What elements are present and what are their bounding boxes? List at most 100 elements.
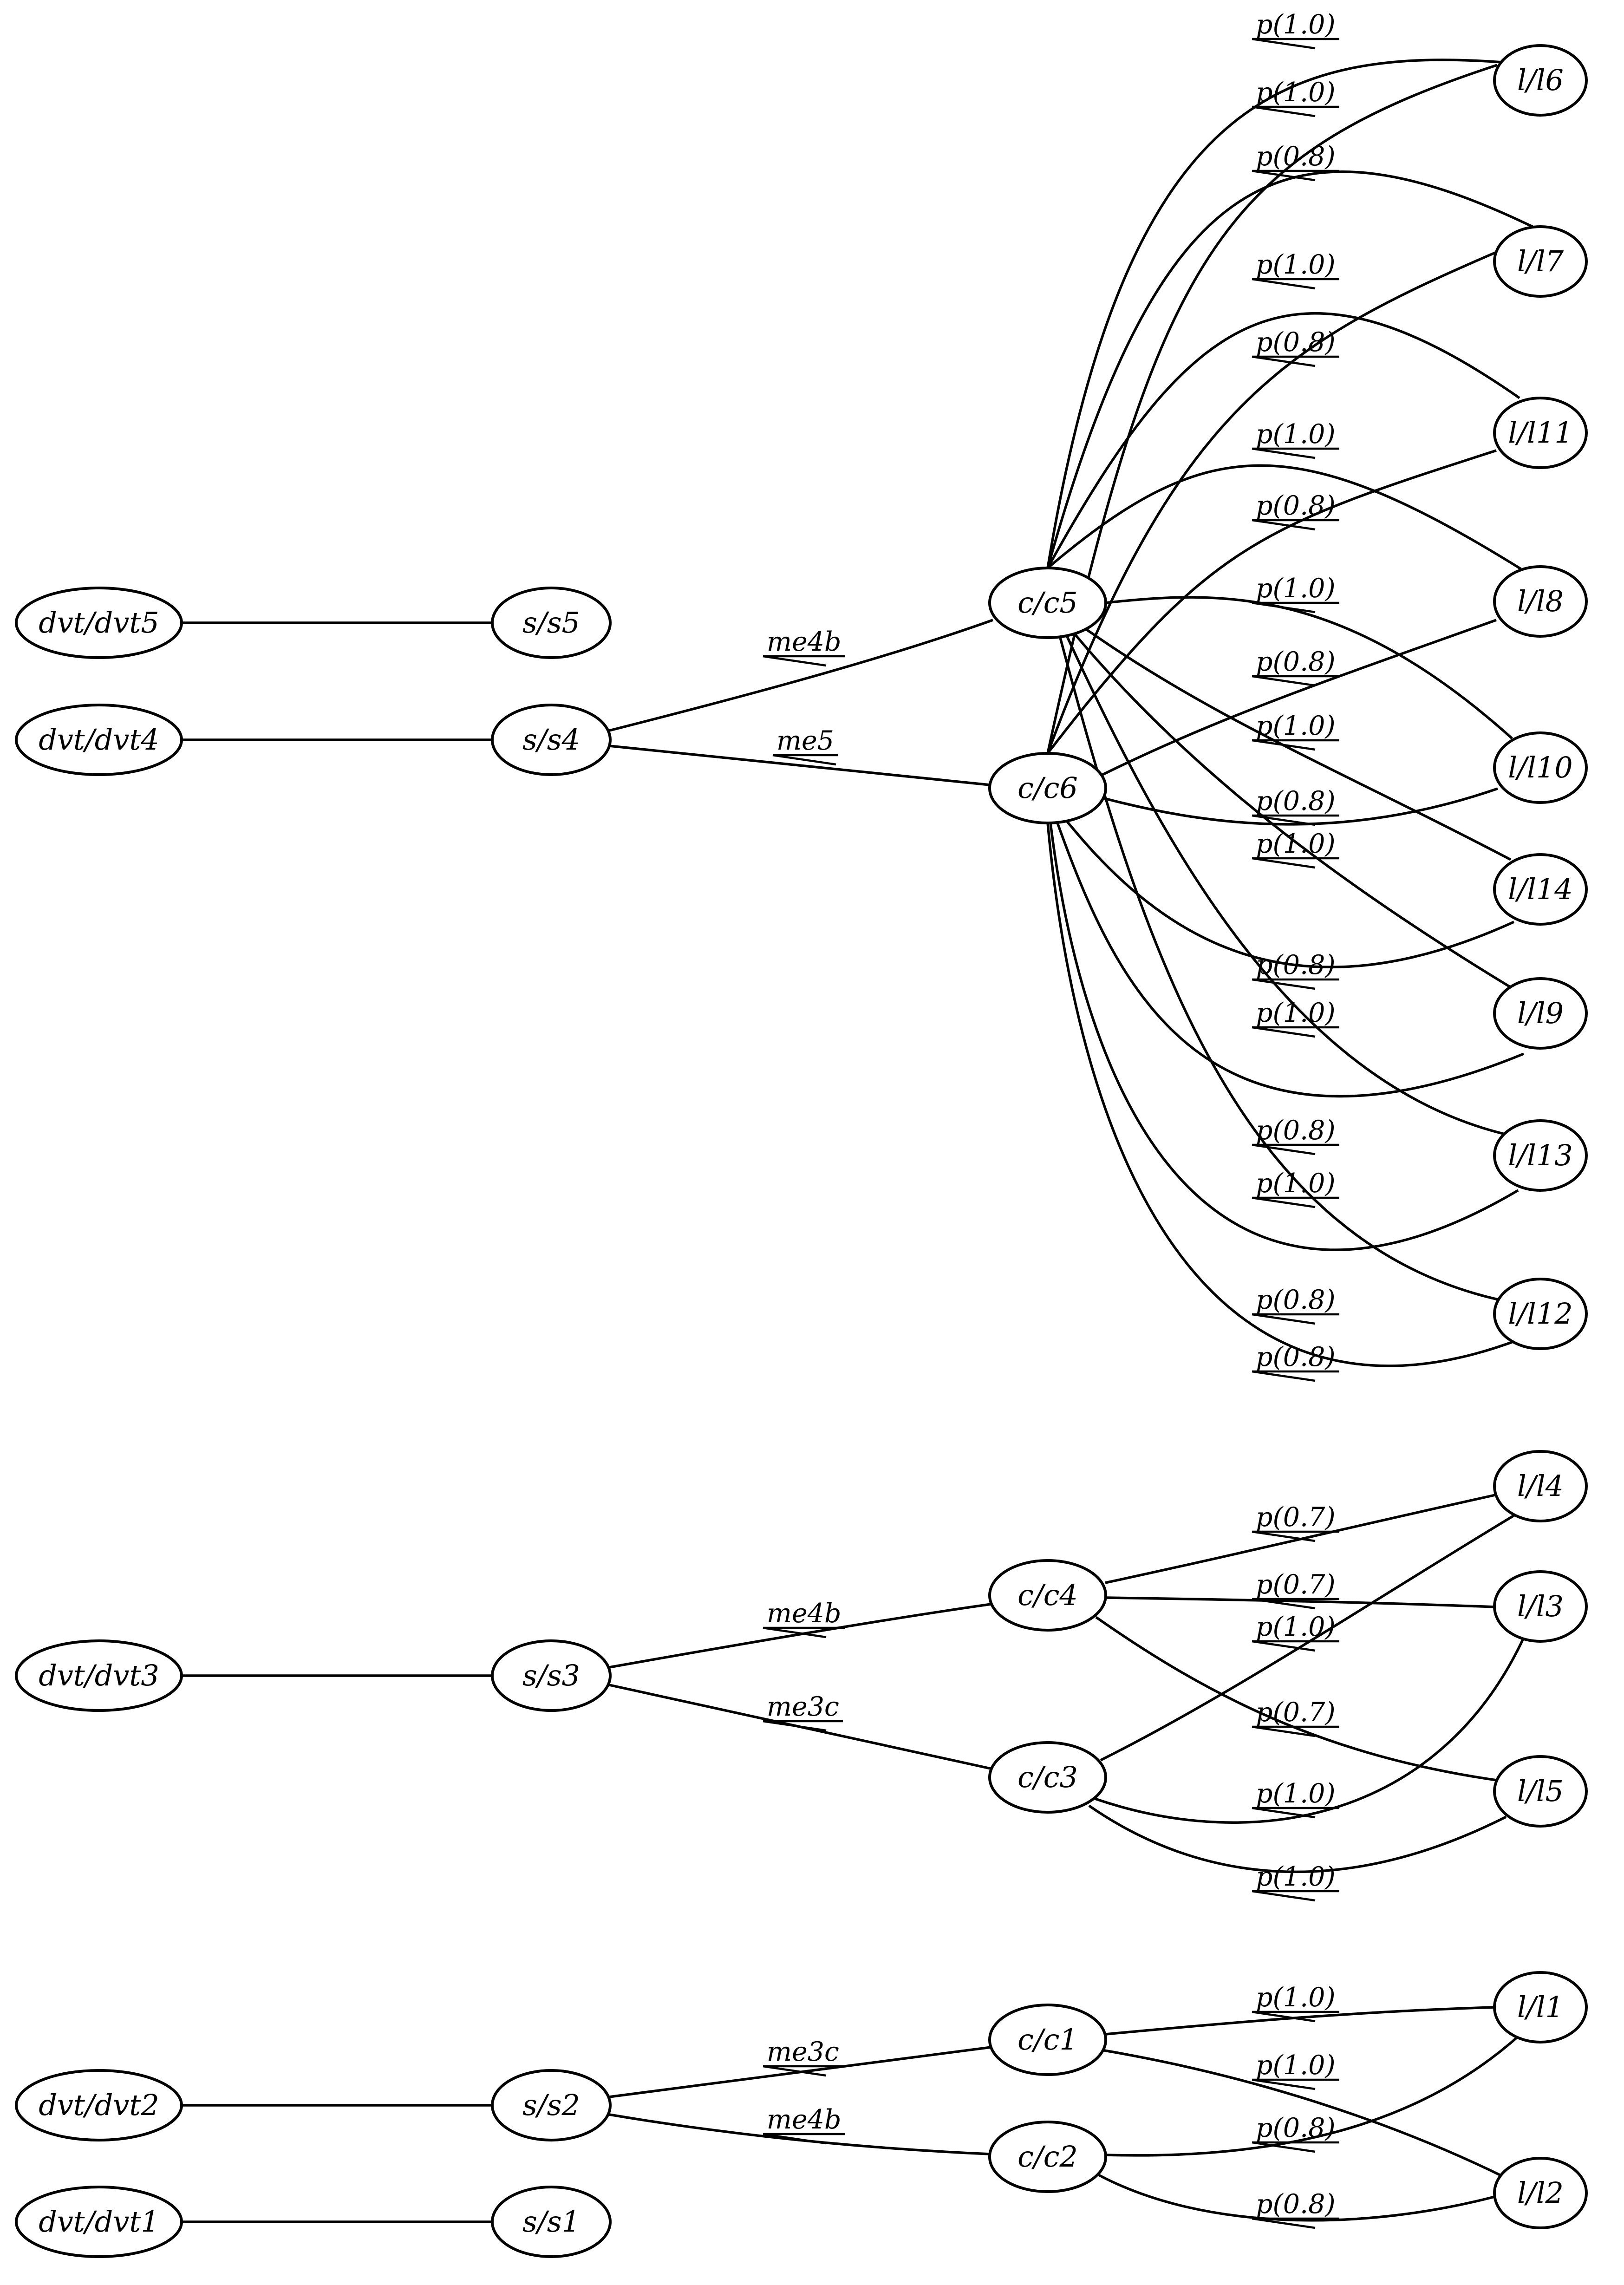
node-ellipse[interactable] <box>1493 2157 1588 2229</box>
node-ellipse[interactable] <box>15 1639 183 1712</box>
node-ellipse[interactable] <box>15 704 183 776</box>
edge-label-text: p(1.0) <box>1256 77 1336 108</box>
node-ellipse[interactable] <box>491 1639 612 1712</box>
node-ellipse[interactable] <box>1493 1570 1588 1643</box>
node-l12[interactable]: l/l12 <box>1493 1278 1588 1350</box>
node-c6[interactable]: c/c6 <box>988 752 1107 824</box>
edge-label-text: p(1.0) <box>1256 711 1336 741</box>
node-ellipse[interactable] <box>988 2121 1107 2193</box>
node-label: l/l6 <box>1517 63 1564 97</box>
node-ellipse[interactable] <box>1493 1278 1588 1350</box>
node-label: l/l3 <box>1517 1589 1564 1623</box>
edge-label-underline <box>1252 857 1339 869</box>
node-l10[interactable]: l/l10 <box>1493 731 1588 804</box>
edge-c1-l1 <box>1105 2006 1495 2036</box>
edge-label-text: p(1.0) <box>1256 573 1336 604</box>
node-ellipse[interactable] <box>1493 1450 1588 1522</box>
edge-label-text: p(1.0) <box>1256 1982 1336 2013</box>
edge-label-text: p(1.0) <box>1256 1778 1336 1809</box>
node-l6[interactable]: l/l6 <box>1493 44 1588 117</box>
node-label: l/l12 <box>1508 1297 1572 1331</box>
edge-label-underline <box>763 2065 843 2077</box>
node-ellipse[interactable] <box>1493 565 1588 638</box>
edge-label-c2-l2: p(0.8) <box>1252 2189 1339 2229</box>
edge-label-underline <box>1252 675 1339 687</box>
node-ellipse[interactable] <box>1493 397 1588 469</box>
node-l14[interactable]: l/l14 <box>1493 853 1588 926</box>
edge-label-c3-l3: p(1.0) <box>1252 1778 1339 1819</box>
node-ellipse[interactable] <box>988 1741 1107 1814</box>
node-ellipse[interactable] <box>491 2186 612 2258</box>
edge-label-c6-l11: p(0.8) <box>1252 490 1339 531</box>
node-dvt3[interactable]: dvt/dvt3 <box>15 1639 183 1712</box>
node-l5[interactable]: l/l5 <box>1493 1755 1588 1828</box>
node-c3[interactable]: c/c3 <box>988 1741 1107 1814</box>
node-dvt2[interactable]: dvt/dvt2 <box>15 2069 183 2141</box>
node-ellipse[interactable] <box>988 2004 1107 2076</box>
node-c2[interactable]: c/c2 <box>988 2121 1107 2193</box>
edge-label-text: p(0.7) <box>1256 1502 1336 1533</box>
node-ellipse[interactable] <box>988 752 1107 824</box>
node-label: l/l9 <box>1517 996 1564 1030</box>
node-l9[interactable]: l/l9 <box>1493 977 1588 1050</box>
node-ellipse[interactable] <box>1493 853 1588 926</box>
node-ellipse[interactable] <box>491 704 612 776</box>
edge-c4-l4 <box>1105 1493 1498 1584</box>
edge-s4-c6 <box>609 744 990 786</box>
node-l3[interactable]: l/l3 <box>1493 1570 1588 1643</box>
node-ellipse[interactable] <box>988 1559 1107 1632</box>
node-l7[interactable]: l/l7 <box>1493 225 1588 298</box>
edge-label-c4-l4: p(0.7) <box>1252 1502 1339 1542</box>
node-s5[interactable]: s/s5 <box>491 587 612 659</box>
node-l11[interactable]: l/l11 <box>1493 397 1588 469</box>
node-l4[interactable]: l/l4 <box>1493 1450 1588 1522</box>
edge-label-underline <box>1252 278 1339 290</box>
node-l8[interactable]: l/l8 <box>1493 565 1588 638</box>
node-l1[interactable]: l/l1 <box>1493 1971 1588 2043</box>
node-s4[interactable]: s/s4 <box>491 704 612 776</box>
node-ellipse[interactable] <box>988 567 1107 639</box>
edge-label-underline <box>1252 1196 1339 1208</box>
node-ellipse[interactable] <box>1493 225 1588 298</box>
node-ellipse[interactable] <box>15 2069 183 2141</box>
node-l2[interactable]: l/l2 <box>1493 2157 1588 2229</box>
node-ellipse[interactable] <box>491 587 612 659</box>
edge-label-c6-l8: p(0.8) <box>1252 646 1339 687</box>
node-ellipse[interactable] <box>491 2069 612 2141</box>
edge-label-c5-l9: p(1.0) <box>1252 829 1339 869</box>
node-c5[interactable]: c/c5 <box>988 567 1107 639</box>
node-l13[interactable]: l/l13 <box>1493 1119 1588 1192</box>
edge-label-text: p(0.8) <box>1256 1285 1336 1315</box>
edge-c2-l2 <box>1095 2172 1495 2222</box>
node-ellipse[interactable] <box>15 2186 183 2258</box>
edge-label-underline <box>763 1720 843 1732</box>
node-c4[interactable]: c/c4 <box>988 1559 1107 1632</box>
node-ellipse[interactable] <box>15 587 183 659</box>
edge-label-underline <box>1252 1725 1339 1737</box>
edge-label-c6-l12: p(0.8) <box>1252 1342 1339 1382</box>
node-s2[interactable]: s/s2 <box>491 2069 612 2141</box>
node-dvt4[interactable]: dvt/dvt4 <box>15 704 183 776</box>
node-s3[interactable]: s/s3 <box>491 1639 612 1712</box>
node-label: dvt/dvt4 <box>39 723 159 757</box>
node-label: c/c3 <box>1017 1760 1078 1794</box>
node-ellipse[interactable] <box>1493 1119 1588 1192</box>
node-ellipse[interactable] <box>1493 1755 1588 1828</box>
node-label: c/c2 <box>1017 2140 1078 2174</box>
node-ellipse[interactable] <box>1493 731 1588 804</box>
node-ellipse[interactable] <box>1493 44 1588 117</box>
edge-label-c5-l6: p(1.0) <box>1252 9 1339 50</box>
edge-label-underline <box>1252 1598 1339 1610</box>
node-ellipse[interactable] <box>1493 1971 1588 2043</box>
node-c1[interactable]: c/c1 <box>988 2004 1107 2076</box>
node-dvt5[interactable]: dvt/dvt5 <box>15 587 183 659</box>
node-ellipse[interactable] <box>1493 977 1588 1050</box>
edge-label-underline <box>1252 38 1339 50</box>
edge-label-text: p(0.8) <box>1256 786 1336 816</box>
edge-label-c5-l8: p(1.0) <box>1252 419 1339 459</box>
node-s1[interactable]: s/s1 <box>491 2186 612 2258</box>
node-label: c/c4 <box>1017 1578 1078 1612</box>
edge-label-text: p(0.7) <box>1256 1697 1336 1728</box>
node-dvt1[interactable]: dvt/dvt1 <box>15 2186 183 2258</box>
edge-label-text: p(0.7) <box>1256 1569 1336 1600</box>
